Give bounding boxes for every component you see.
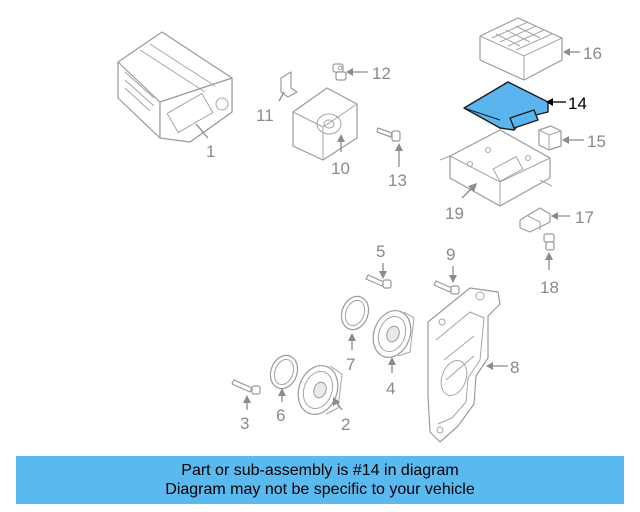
callout-15: 15 — [587, 132, 606, 151]
callout-18: 18 — [540, 278, 559, 297]
arrow-3 — [243, 395, 251, 403]
callout-13: 13 — [388, 171, 407, 190]
callout-10: 10 — [331, 159, 350, 178]
arrow-7 — [348, 333, 356, 341]
arrow-5 — [379, 271, 387, 279]
arrow-16 — [563, 48, 570, 56]
part-8-door-bracket — [427, 287, 501, 443]
callout-12: 12 — [372, 64, 391, 83]
callout-2: 2 — [341, 415, 350, 434]
part-15-connector — [538, 125, 562, 151]
leader-1 — [195, 123, 209, 139]
arrow-6 — [278, 388, 286, 396]
part-16-control-module — [479, 17, 563, 81]
arrow-12 — [346, 68, 353, 76]
callout-4: 4 — [386, 379, 395, 398]
part-9-screw — [433, 280, 460, 295]
part-4-speaker — [372, 310, 415, 358]
callout-5: 5 — [376, 242, 385, 261]
part-18-bolt — [543, 233, 555, 251]
callout-3: 3 — [240, 414, 249, 433]
part-10-speaker-enclosure — [292, 87, 358, 161]
arrow-17 — [551, 212, 558, 220]
part-6-gasket-ring — [269, 354, 299, 390]
arrow-4 — [388, 357, 396, 365]
arrow-10 — [337, 134, 345, 142]
part-14-highlighted-module — [463, 81, 549, 131]
callout-8: 8 — [510, 358, 519, 377]
callout-1: 1 — [206, 142, 215, 161]
banner-line-2: Diagram may not be specific to your vehi… — [165, 481, 475, 498]
arrow-9 — [449, 275, 457, 283]
callout-6: 6 — [276, 406, 285, 425]
info-banner: Part or sub-assembly is #14 in diagram D… — [16, 456, 624, 504]
part-13-screw — [376, 127, 401, 142]
callout-14: 14 — [568, 94, 587, 113]
arrow-18 — [545, 252, 553, 260]
callout-9: 9 — [446, 245, 455, 264]
part-11-bracket — [280, 71, 298, 98]
part-7-gasket-ring — [340, 295, 370, 331]
leader-11 — [278, 91, 285, 102]
part-2-speaker — [297, 365, 343, 415]
callout-19: 19 — [445, 204, 464, 223]
part-12-bolt — [332, 63, 347, 81]
arrow-2 — [333, 397, 340, 406]
arrow-8 — [486, 362, 493, 370]
part-3-screw — [231, 379, 261, 395]
arrow-15 — [562, 136, 569, 144]
callout-11: 11 — [256, 106, 274, 125]
arrow-13 — [395, 143, 403, 151]
callout-7: 7 — [346, 355, 355, 374]
callout-17: 17 — [575, 208, 594, 227]
arrow-19 — [468, 183, 477, 192]
banner-line-1: Part or sub-assembly is #14 in diagram — [181, 462, 459, 479]
arrow-14 — [546, 98, 553, 106]
callout-16: 16 — [583, 44, 602, 63]
part-1-radio-unit — [117, 31, 233, 143]
part-17-bracket — [519, 207, 551, 233]
part-19-mounting-bracket — [439, 129, 553, 207]
part-5-screw — [365, 274, 392, 289]
parts-diagram: 1 11 10 12 13 16 — [117, 17, 606, 443]
